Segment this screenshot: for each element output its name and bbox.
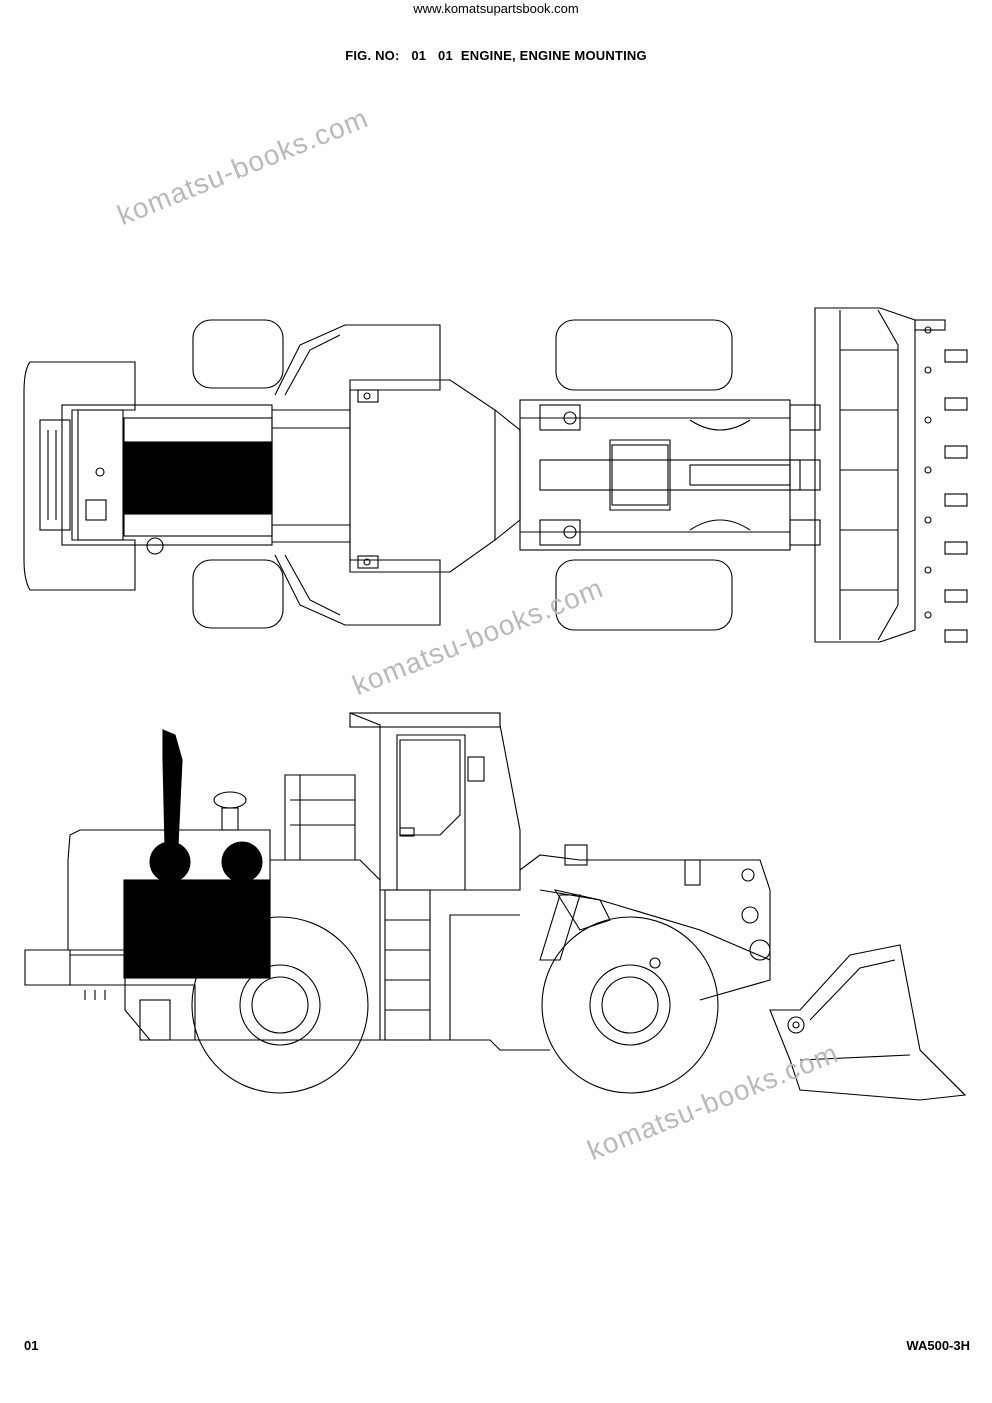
fig-label: FIG. NO: [345,48,400,63]
side-view-drawing [24,712,967,1101]
figure-title: FIG. NO: 01 01 ENGINE, ENGINE MOUNTING [0,48,992,63]
top-view-drawing [23,307,968,643]
site-url[interactable]: www.komatsupartsbook.com [413,1,579,16]
model-code: WA500-3H [906,1338,970,1353]
fig-number: 01 [411,48,427,63]
fig-name: ENGINE, ENGINE MOUNTING [460,48,647,63]
page-code: 01 [24,1338,39,1353]
fig-code: 01 [438,48,453,63]
